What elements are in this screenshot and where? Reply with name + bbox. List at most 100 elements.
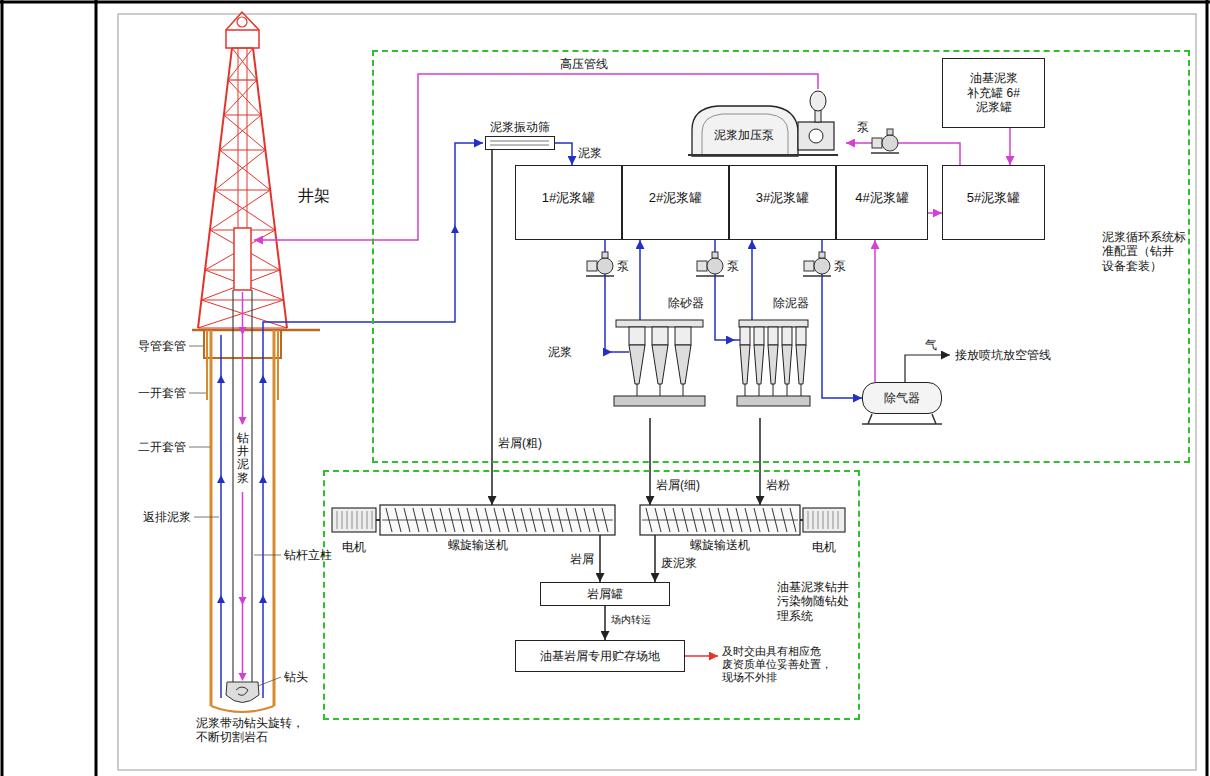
hole-bottom xyxy=(211,706,274,712)
electric-motor xyxy=(332,508,376,532)
derrick-brace xyxy=(228,80,261,115)
node-label: 泥浆振动筛 xyxy=(490,120,550,134)
node-label: 油基泥浆 补充罐 6#泥浆罐 xyxy=(959,71,1029,114)
motor-fin xyxy=(838,511,839,529)
desilter-outline xyxy=(735,296,812,418)
frame-line xyxy=(95,0,98,776)
pump-body xyxy=(814,258,830,274)
screw-flight xyxy=(790,508,796,532)
screw-flight xyxy=(718,508,724,532)
mud-tank: 4#泥浆罐 xyxy=(836,165,928,240)
part-name: 钻头 xyxy=(284,670,308,684)
node-label: 泥浆循环系统标 准配置（钻井 设备套装） xyxy=(1102,230,1188,273)
flow-connector xyxy=(846,143,960,165)
screw-flight xyxy=(539,508,545,532)
motor-fin xyxy=(352,511,353,529)
cyclone-cone xyxy=(740,345,750,384)
flow-label: 场内转运 xyxy=(611,614,651,626)
flow-label: 岩屑(粗) xyxy=(498,436,542,450)
note: 接放喷坑放空管线 xyxy=(955,348,1051,362)
node-label: 油基岩屑专用贮存场地 xyxy=(540,649,660,663)
motor-fin xyxy=(367,511,368,529)
screw-flight xyxy=(467,508,473,532)
leader-line xyxy=(194,517,219,518)
flow-label: 岩屑 xyxy=(570,552,594,566)
screw-conveyor: 螺旋输送机 xyxy=(640,505,800,535)
screw-flight xyxy=(404,508,410,532)
first-casing xyxy=(277,330,279,400)
flow-connector xyxy=(874,240,876,382)
screw-flight xyxy=(458,508,464,532)
leader-line xyxy=(189,346,203,347)
screw-flight xyxy=(602,508,608,532)
derrick-brace xyxy=(224,80,257,115)
flow-label: 泥浆 xyxy=(578,146,602,160)
part-name: 钻杆立柱 xyxy=(284,548,332,562)
pump-valve xyxy=(809,129,823,143)
screw-flight xyxy=(682,508,688,532)
underflow-pipe xyxy=(745,384,746,396)
screw-flight xyxy=(754,508,760,532)
underflow-pipe xyxy=(683,384,684,396)
screw-flight xyxy=(566,508,572,532)
cyclone-cone xyxy=(652,345,668,384)
derrick-brace xyxy=(198,300,284,328)
node-label: 1#泥浆罐 xyxy=(542,190,595,206)
pump-motor xyxy=(587,261,597,271)
pump-name: 泵 xyxy=(834,259,846,273)
storage-yard: 油基岩屑专用贮存场地 xyxy=(515,640,685,672)
derrick-leg xyxy=(253,48,287,328)
screw-flight xyxy=(781,508,787,532)
gas-vent-line xyxy=(905,355,950,382)
screw-flight xyxy=(449,508,455,532)
underflow-pipe xyxy=(801,384,802,396)
pump-symbol xyxy=(586,252,614,276)
motor-shaft xyxy=(376,519,380,521)
node-label: 4#泥浆罐 xyxy=(855,190,908,206)
leader-line xyxy=(189,393,206,394)
flow-name: 钻井泥浆 xyxy=(237,432,249,485)
conveyor-trough xyxy=(380,505,615,535)
structure-name: 井架 xyxy=(298,186,330,205)
node-label: 螺旋输送机 xyxy=(690,538,750,552)
frame-line xyxy=(1,0,4,776)
underflow-pipe xyxy=(637,384,638,396)
pump-body xyxy=(882,135,898,151)
screw-flight xyxy=(691,508,697,532)
node-label: 岩屑罐 xyxy=(587,587,623,601)
screw-flight xyxy=(431,508,437,532)
node-label: 除砂器 xyxy=(668,296,704,310)
screw-flight xyxy=(557,508,563,532)
disposal-arrow xyxy=(685,655,718,657)
flow-connector xyxy=(1009,128,1011,165)
part-name: 电机 xyxy=(812,540,836,554)
pipe-flow xyxy=(242,292,244,424)
drill-bit-mark xyxy=(236,687,248,695)
screw-flight xyxy=(709,508,715,532)
flow-arrowhead xyxy=(239,417,247,425)
cyclone-body xyxy=(629,327,645,345)
system-region: 泥浆循环系统标 准配置（钻井 设备套装）泥浆振动筛泥浆加压泵油基泥浆 补充罐 6… xyxy=(372,50,1190,463)
flow-arrowhead xyxy=(239,327,247,335)
underflow-pipe xyxy=(759,384,760,396)
mud-tank: 2#泥浆罐 xyxy=(622,165,729,240)
motor-fin xyxy=(342,511,343,529)
overflow-pipe xyxy=(751,296,753,320)
screw-flight xyxy=(395,508,401,532)
pump-name: 泵 xyxy=(617,259,629,273)
screw-flight xyxy=(700,508,706,532)
screw-flight xyxy=(593,508,599,532)
motor-fin xyxy=(823,511,824,529)
note: 泥浆带动钻头旋转， 不断切割岩石 xyxy=(196,716,326,745)
screw-flight xyxy=(512,508,518,532)
underflow-pipe xyxy=(787,384,788,396)
derrick-brace xyxy=(215,190,275,230)
cyclone-body xyxy=(652,327,668,345)
flow-connector xyxy=(654,535,656,582)
picture-border xyxy=(118,14,1196,770)
motor-fin xyxy=(828,511,829,529)
screw-conveyor: 螺旋输送机 xyxy=(380,505,615,535)
hoist-cable xyxy=(247,48,248,228)
derrick-bar xyxy=(228,79,257,80)
